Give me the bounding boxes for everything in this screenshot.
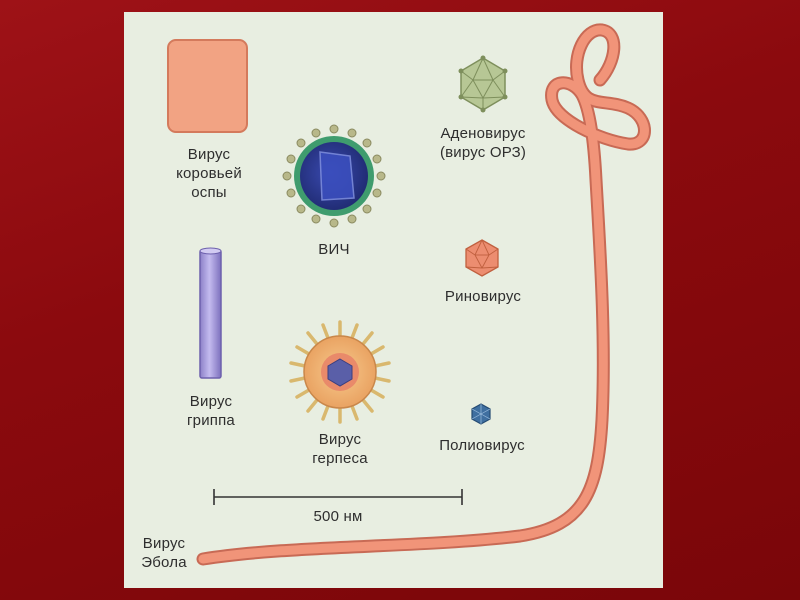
adenovirus-label: Аденовирус (вирус ОРЗ) xyxy=(439,125,527,161)
poliovirus-icon xyxy=(471,403,491,425)
influenza-icon xyxy=(199,247,222,379)
rhinovirus-label: Риновирус xyxy=(444,288,522,305)
herpes-label: Вирус герпеса xyxy=(312,431,368,467)
adenovirus-icon xyxy=(458,55,508,113)
ebola-label: Вирус Эбола xyxy=(141,535,187,571)
scale-bar xyxy=(213,489,463,505)
poliovirus-label: Полиовирус xyxy=(439,437,525,454)
vaccinia-icon xyxy=(167,39,248,133)
vaccinia-label: Вирус коровьей оспы xyxy=(176,146,242,201)
hiv-icon xyxy=(282,124,386,228)
influenza-label: Вирус гриппа xyxy=(187,393,235,429)
herpes-icon xyxy=(289,320,391,424)
ebola-icon xyxy=(196,23,651,566)
scale-label: 500 нм xyxy=(313,508,363,525)
rhinovirus-icon xyxy=(465,239,499,277)
hiv-label: ВИЧ xyxy=(318,241,350,258)
